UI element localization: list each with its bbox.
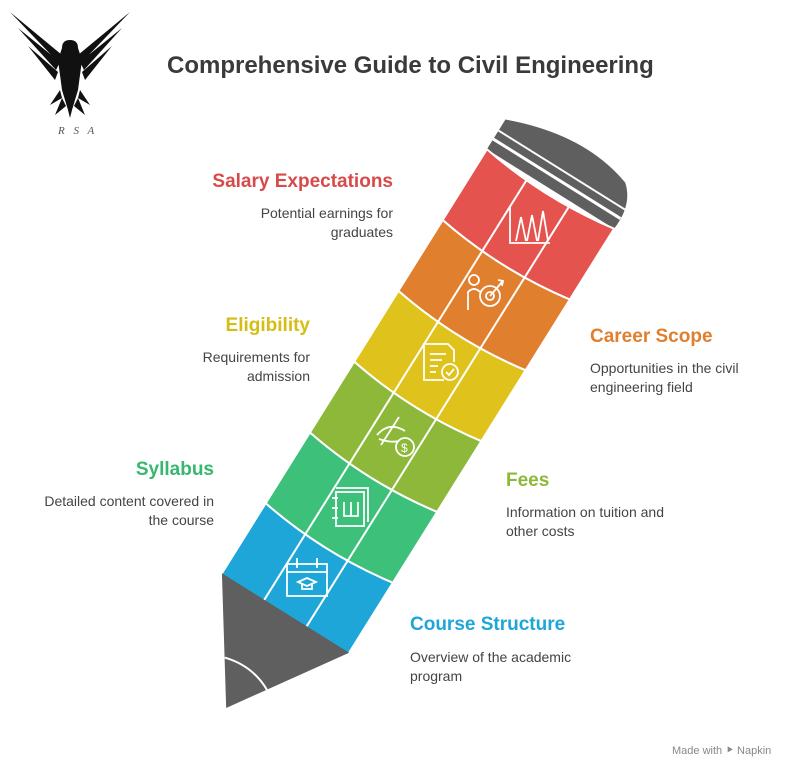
desc-line: the course: [148, 512, 214, 528]
made-with-napkin: Made with ⯈ Napkin: [672, 745, 772, 757]
desc-line: Information on tuition and: [506, 504, 664, 520]
svg-text:R S A: R S A: [57, 125, 97, 137]
dollar-icon: $: [376, 416, 415, 457]
pencil-column-divider: [262, 175, 531, 602]
desc-line: program: [410, 668, 463, 684]
calendar-graduation-icon: [286, 558, 328, 597]
desc-line: other costs: [506, 523, 575, 539]
eligibility-desc: Requirements for admission: [203, 348, 310, 386]
desc-line: Overview of the academic: [410, 649, 572, 665]
svg-text:$: $: [401, 441, 408, 455]
fees-title: Fees: [506, 470, 550, 491]
document-check-icon: [423, 343, 459, 381]
desc-line: Opportunities in the civil: [590, 360, 739, 376]
syllabus-title: Syllabus: [135, 459, 214, 480]
course-structure-desc: Overview of the academic program: [410, 648, 571, 686]
chart-icon: [509, 207, 550, 244]
desc-line: Potential earnings for: [260, 205, 393, 221]
salary-title: Salary Expectations: [212, 171, 393, 192]
page-title: Comprehensive Guide to Civil Engineering: [167, 52, 654, 79]
career-desc: Opportunities in the civil engineering fi…: [590, 359, 739, 397]
pencil-column-divider: [304, 201, 573, 629]
career-title: Career Scope: [590, 326, 713, 347]
desc-line: Requirements for: [202, 349, 310, 365]
salary-desc: Potential earnings for graduates: [261, 204, 393, 242]
desc-line: admission: [246, 368, 310, 384]
eagle-logo: R S A: [10, 12, 130, 137]
course-structure-title: Course Structure: [410, 614, 566, 635]
eligibility-title: Eligibility: [225, 315, 310, 336]
notebook-icon: [332, 487, 369, 527]
desc-line: engineering field: [590, 379, 693, 395]
syllabus-desc: Detailed content covered in the course: [44, 492, 214, 530]
fees-desc: Information on tuition and other costs: [506, 503, 664, 541]
desc-line: graduates: [330, 224, 393, 240]
desc-line: Detailed content covered in: [44, 493, 214, 509]
person-target-icon: [467, 274, 505, 310]
pencil: [220, 119, 628, 708]
